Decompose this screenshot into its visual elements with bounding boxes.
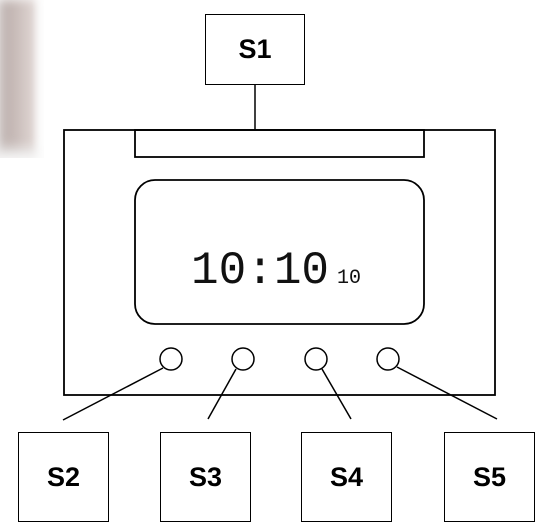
label-box-s4: S4 xyxy=(301,432,392,522)
label-s1: S1 xyxy=(238,34,272,64)
display-time: 10:10 xyxy=(191,245,329,297)
connector-s2 xyxy=(62,367,164,421)
button-3[interactable] xyxy=(304,347,328,371)
label-s4: S4 xyxy=(329,461,364,492)
label-box-s5: S5 xyxy=(444,432,535,522)
connector-s3 xyxy=(207,368,237,420)
display-screen xyxy=(134,179,425,325)
photo-fragment xyxy=(0,0,44,158)
button-4[interactable] xyxy=(376,347,400,371)
label-s2: S2 xyxy=(46,461,81,492)
label-box-s2: S2 xyxy=(18,432,109,522)
button-1[interactable] xyxy=(159,347,183,371)
button-2[interactable] xyxy=(231,347,255,371)
connector-s4 xyxy=(321,368,352,420)
top-slot xyxy=(134,129,425,158)
label-box-s1: S1 xyxy=(205,14,305,85)
label-s3: S3 xyxy=(188,461,223,492)
display-seconds: 10 xyxy=(337,267,361,290)
label-box-s3: S3 xyxy=(160,432,251,522)
label-s5: S5 xyxy=(472,461,507,492)
connector-s5 xyxy=(396,366,498,420)
